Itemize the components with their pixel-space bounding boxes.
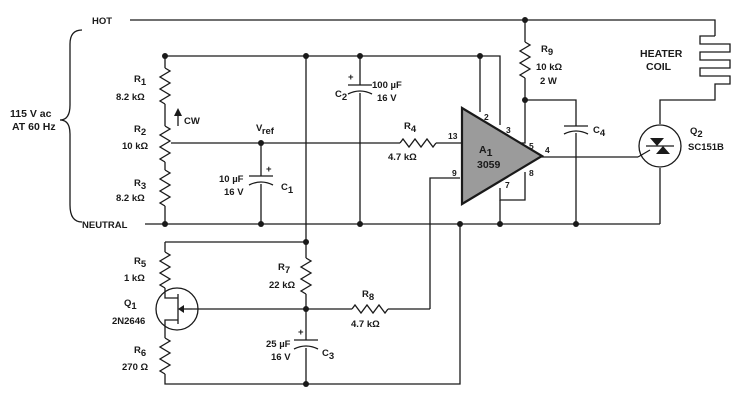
r1-label: R1 <box>134 74 147 88</box>
hot-label: HOT <box>92 16 112 27</box>
pin-3: 3 <box>506 125 511 135</box>
r7-label: R7 <box>278 262 290 276</box>
r5-label: R5 <box>134 256 147 270</box>
c3-value2: 16 V <box>271 352 291 363</box>
pin-5: 5 <box>529 141 534 151</box>
r5-value: 1 kΩ <box>124 273 145 284</box>
c2-value2: 16 V <box>377 93 397 104</box>
wiring <box>59 19 731 385</box>
pin-9: 9 <box>452 168 457 178</box>
c1-value2: 16 V <box>224 187 244 198</box>
r8-value: 4.7 kΩ <box>351 319 380 330</box>
q1-label: Q1 <box>124 298 137 312</box>
r3-value: 8.2 kΩ <box>116 193 145 204</box>
c2-plus: + <box>348 72 354 83</box>
r1-value: 8.2 kΩ <box>116 92 145 103</box>
c3-label: C3 <box>322 348 334 362</box>
pin-4: 4 <box>545 145 550 155</box>
r9-resistor <box>518 41 532 79</box>
r9-label: R9 <box>541 44 553 58</box>
cw-arrow-icon <box>174 108 182 116</box>
r8-label: R8 <box>362 289 374 303</box>
r3-resistor <box>158 169 172 207</box>
top-supply-wire <box>165 55 481 112</box>
pin-13: 13 <box>448 131 458 141</box>
supply-voltage-label: 115 V ac <box>10 108 52 120</box>
q1-circle <box>155 287 199 331</box>
pin9-wire <box>429 177 460 309</box>
a1-part: 3059 <box>477 159 501 171</box>
neutral-label: NEUTRAL <box>82 220 128 231</box>
c1-plus: + <box>266 164 272 175</box>
pin7-pin8-wire <box>499 172 526 201</box>
pin-7: 7 <box>505 180 510 190</box>
heater-coil <box>699 35 731 92</box>
a1-label: A1 <box>479 144 493 159</box>
q2-label: Q2 <box>690 126 703 140</box>
a1-triangle <box>460 106 545 206</box>
c1-value1: 10 µF <box>219 174 244 185</box>
pin-8: 8 <box>529 168 534 178</box>
r3-label: R3 <box>134 178 146 192</box>
r6-label: R6 <box>134 345 146 359</box>
c2-plate-bottom <box>347 90 373 95</box>
c3-value1: 25 µF <box>266 339 291 350</box>
supply-bracket <box>59 29 83 223</box>
r5-resistor <box>158 251 172 289</box>
q1-part: 2N2646 <box>112 316 145 327</box>
r7-value: 22 kΩ <box>269 280 295 291</box>
r2-label: R2 <box>134 124 146 138</box>
r9-value2: 2 W <box>540 76 557 87</box>
r1-resistor <box>158 67 172 105</box>
hot-rail-wire <box>130 19 716 36</box>
supply-frequency-label: AT 60 Hz <box>12 121 56 133</box>
r2-potentiometer <box>158 125 172 163</box>
r8-resistor <box>351 303 389 315</box>
pin-2: 2 <box>484 112 489 122</box>
r9-value1: 10 kΩ <box>536 62 562 73</box>
pin3-wire <box>480 55 501 125</box>
c2-value1: 100 µF <box>372 80 402 91</box>
r7-resistor <box>299 257 313 295</box>
c1-label: C1 <box>281 182 294 196</box>
r4-label: R4 <box>404 121 417 135</box>
r2-cw-label: CW <box>184 116 200 127</box>
r4-value: 4.7 kΩ <box>388 152 417 163</box>
heater-label-line1: HEATER <box>640 48 683 60</box>
c3-plate-bottom <box>293 345 319 350</box>
heater-label-line2: COIL <box>646 61 672 73</box>
r2-value: 10 kΩ <box>122 141 148 152</box>
r6-value: 270 Ω <box>122 362 148 373</box>
r6-resistor <box>158 337 172 375</box>
q2-circle <box>638 124 682 168</box>
a1-amplifier <box>460 106 545 206</box>
q2-triac <box>637 124 682 168</box>
c4-label: C4 <box>593 125 606 139</box>
q2-part: SC151B <box>688 142 724 153</box>
q1-transistor <box>155 287 199 331</box>
c3-plus: + <box>298 327 304 338</box>
r4-resistor <box>399 137 437 149</box>
junction-dots <box>162 17 579 387</box>
c2-label: C2 <box>335 89 347 103</box>
vref-label: Vref <box>256 123 275 137</box>
c1-plate-bottom <box>248 181 274 186</box>
c4-plate-bottom <box>563 130 589 135</box>
